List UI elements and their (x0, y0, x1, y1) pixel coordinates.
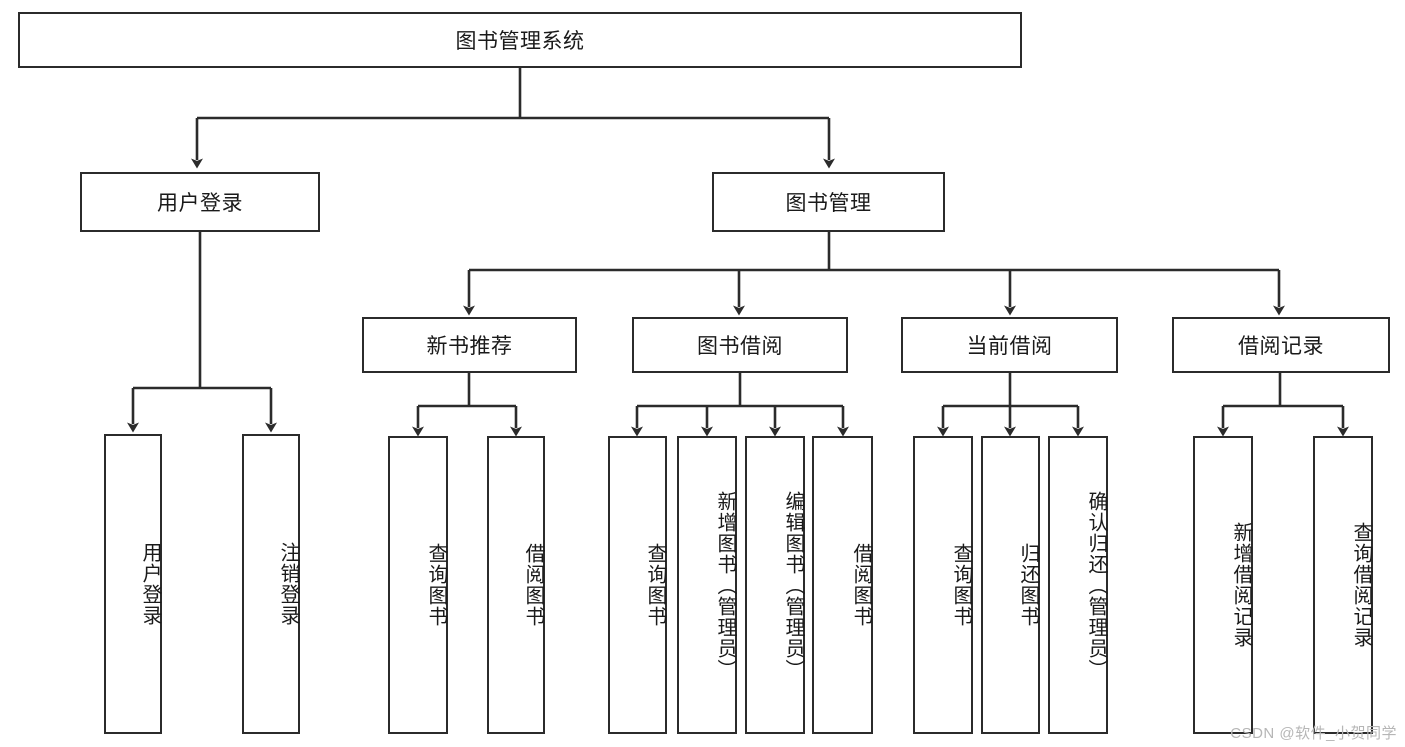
node-root[interactable]: 图书管理系统 (18, 12, 1022, 68)
node-new-book-recommend-label: 新书推荐 (426, 335, 513, 358)
leaf-cb-confirm-return[interactable]: 确认归还（管理员） (1048, 436, 1108, 734)
node-user-login[interactable]: 用户登录 (80, 172, 320, 232)
leaf-nbr-borrow-book[interactable]: 借阅图书 (487, 436, 545, 734)
leaf-br-add-record-label: 新增借阅记录 (1230, 522, 1252, 648)
leaf-cb-return-book-label: 归还图书 (1017, 543, 1039, 627)
leaf-bb-borrow-book-label: 借阅图书 (850, 543, 872, 627)
node-book-borrow[interactable]: 图书借阅 (632, 317, 848, 373)
leaf-bb-query-book[interactable]: 查询图书 (608, 436, 667, 734)
leaf-nbr-borrow-book-label: 借阅图书 (522, 543, 544, 627)
node-root-label: 图书管理系统 (455, 30, 585, 53)
node-new-book-recommend[interactable]: 新书推荐 (362, 317, 577, 373)
leaf-nbr-query-book-label: 查询图书 (425, 543, 447, 627)
node-book-manage-label: 图书管理 (785, 192, 872, 215)
node-borrow-record-label: 借阅记录 (1238, 335, 1324, 358)
watermark: CSDN @软件_小贺同学 (1230, 725, 1397, 742)
leaf-user-login-label: 用户登录 (139, 542, 161, 626)
leaf-br-query-record-label: 查询借阅记录 (1350, 522, 1372, 648)
leaf-bb-edit-book[interactable]: 编辑图书（管理员） (745, 436, 805, 734)
leaf-bb-edit-book-label: 编辑图书（管理员） (782, 490, 804, 680)
leaf-br-query-record[interactable]: 查询借阅记录 (1313, 436, 1373, 734)
leaf-user-logout[interactable]: 注销登录 (242, 434, 300, 734)
leaf-user-login[interactable]: 用户登录 (104, 434, 162, 734)
node-book-borrow-label: 图书借阅 (697, 335, 783, 358)
leaf-bb-query-book-label: 查询图书 (644, 543, 666, 627)
node-current-borrow[interactable]: 当前借阅 (901, 317, 1118, 373)
node-user-login-label: 用户登录 (157, 192, 243, 215)
leaf-nbr-query-book[interactable]: 查询图书 (388, 436, 448, 734)
leaf-user-logout-label: 注销登录 (277, 542, 299, 626)
leaf-cb-confirm-return-label: 确认归还（管理员） (1085, 490, 1107, 680)
node-current-borrow-label: 当前借阅 (966, 335, 1053, 358)
leaf-cb-query-book-label: 查询图书 (950, 543, 972, 627)
leaf-bb-borrow-book[interactable]: 借阅图书 (812, 436, 873, 734)
leaf-bb-add-book-label: 新增图书（管理员） (714, 490, 736, 680)
node-borrow-record[interactable]: 借阅记录 (1172, 317, 1390, 373)
node-book-manage[interactable]: 图书管理 (712, 172, 945, 232)
leaf-br-add-record[interactable]: 新增借阅记录 (1193, 436, 1253, 734)
leaf-cb-query-book[interactable]: 查询图书 (913, 436, 973, 734)
leaf-cb-return-book[interactable]: 归还图书 (981, 436, 1040, 734)
leaf-bb-add-book[interactable]: 新增图书（管理员） (677, 436, 737, 734)
